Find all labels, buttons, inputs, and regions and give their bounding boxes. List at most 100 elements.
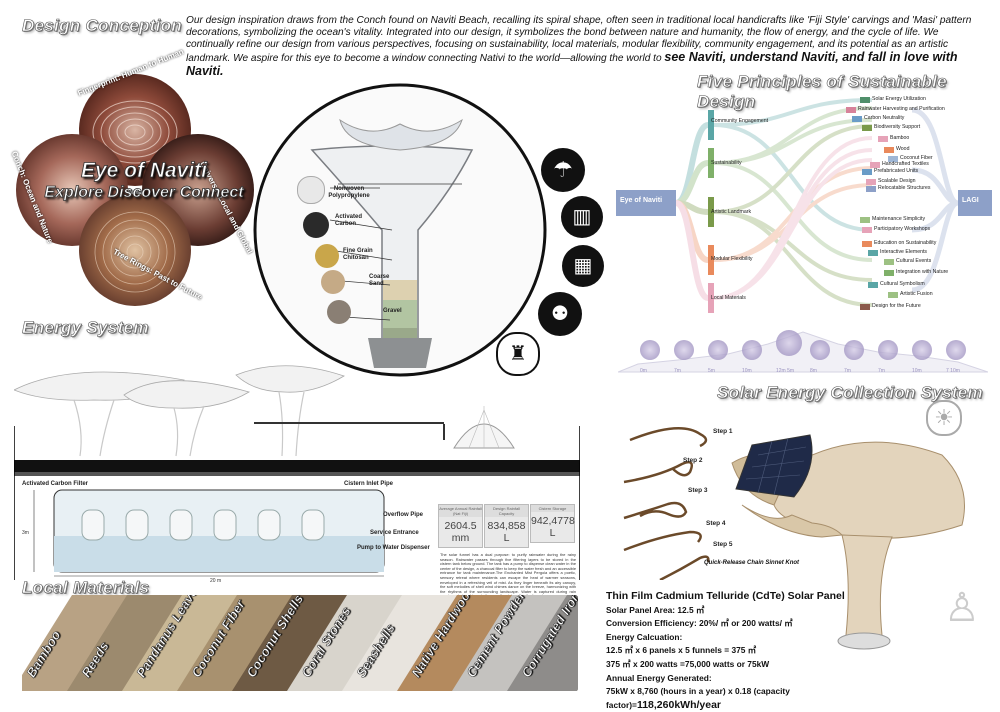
sankey-item-label: Scalable Design <box>878 178 916 184</box>
label-overflow: Overflow Pipe <box>383 512 424 518</box>
step-label-4: Step 4 <box>706 520 726 527</box>
timeline-label: 7m <box>878 368 885 374</box>
timeline-flower <box>878 340 898 360</box>
sand-swatch <box>321 270 345 294</box>
concept-title-line2: Explore Discover Connect <box>44 184 244 202</box>
sankey-item-swatch <box>862 125 872 131</box>
solar-panel-info: Thin Film Cadmium Telluride (CdTe) Solar… <box>606 590 906 712</box>
petal-tree-rings <box>79 194 191 306</box>
sankey-item-label: Prefabricated Units <box>874 168 919 174</box>
solar-annual: 75kW x 8,760 (hours in a year) x 0.18 (c… <box>606 685 906 712</box>
timeline-flower <box>946 340 966 360</box>
sankey-item-swatch <box>868 282 878 288</box>
sankey-target-node <box>958 190 992 216</box>
timeline-label: 7m <box>674 368 681 374</box>
timeline-flower <box>912 340 932 360</box>
label-width: 20 m <box>210 578 222 584</box>
label-inlet-pipe: Cistern Inlet Pipe <box>344 481 394 487</box>
sankey-item-label: Participatory Workshops <box>874 226 931 232</box>
sankey-item-swatch <box>884 270 894 276</box>
solar-area: Solar Panel Area: 12.5 ㎡ <box>606 604 705 615</box>
concept-title: Eye of Naviti Explore Discover Connect <box>34 159 254 204</box>
sankey-item-label: Coconut Fiber <box>900 155 933 161</box>
sankey-item-swatch <box>846 107 856 113</box>
solar-efficiency: Conversion Efficiency: 20%/ ㎡ or 200 wat… <box>606 618 793 629</box>
timeline-flower <box>640 340 660 360</box>
timeline-flower <box>674 340 694 360</box>
knot-steps-drawing <box>623 427 710 580</box>
sankey-item-swatch <box>866 179 876 185</box>
metric-box: Average Annual Rainfall (Nat Fiji)2604.5… <box>438 504 483 548</box>
sankey-item-swatch <box>878 136 888 142</box>
sankey-item-label: Integration with Nature <box>896 269 949 275</box>
metric-caption: Cistern Storage <box>531 505 574 512</box>
timeline-label: 8m <box>810 368 817 374</box>
timeline-label: 7 10m <box>946 368 960 374</box>
timeline-flower <box>742 340 762 360</box>
sankey-item-swatch <box>862 241 872 247</box>
filter-label-4: Gravel <box>383 308 402 314</box>
filter-label-1: Activated Carbon <box>335 214 363 227</box>
sankey-item-swatch <box>884 259 894 265</box>
sankey-item-swatch <box>884 147 894 153</box>
step-label-5: Step 5 <box>713 541 733 548</box>
sankey-item-swatch <box>862 227 872 233</box>
sankey-item-label: Cultural Events <box>896 258 932 264</box>
knot-label: Quick-Release Chain Sinnet Knot <box>704 560 800 566</box>
sankey-item-swatch <box>868 250 878 256</box>
sankey-item-label: Relocatable Structures <box>878 185 931 191</box>
sankey-category-0: Community Engagement <box>711 118 769 124</box>
sankey-item-label: Rainwater Harvesting and Purification <box>858 106 945 112</box>
intro-paragraph: Our design inspiration draws from the Co… <box>186 15 986 79</box>
sankey-item-label: Interactive Elements <box>880 249 927 255</box>
filter-label-0: Nonwoven Polypropylene <box>328 186 370 199</box>
label-service: Service Entrance <box>370 530 419 536</box>
concept-flower <box>16 74 254 306</box>
label-activated-filter: Activated Carbon Filter <box>22 481 89 487</box>
energy-description: The solar funnel has a dual purpose: to … <box>440 552 576 598</box>
timeline-label: 10m <box>912 368 922 374</box>
landmark-icon: ♜ <box>496 332 540 376</box>
timeline-flower <box>776 330 802 356</box>
label-height: 3m <box>22 530 29 536</box>
sankey-source-node <box>616 190 676 216</box>
section-title-five-principles: Five Principles of Sustainable Design <box>697 72 947 112</box>
timeline-label: 0m <box>640 368 647 374</box>
sankey-category-2: Artistic Landmark <box>711 209 752 215</box>
timeline-flower <box>844 340 864 360</box>
timeline-label: 10m <box>742 368 752 374</box>
solar-title: Thin Film Cadmium Telluride (CdTe) Solar… <box>606 590 845 602</box>
section-title-local-materials: Local Materials <box>22 578 150 598</box>
intro-emphasis: see Naviti, understand Naviti, and fall … <box>186 50 958 78</box>
carbon-swatch <box>303 212 329 238</box>
solar-calc-label: Energy Calcuation: <box>606 631 683 642</box>
sankey-item-label: Maintenance Simplicity <box>872 216 926 222</box>
timeline-label: 7m <box>844 368 851 374</box>
sankey-category-4: Local Materials <box>711 295 746 301</box>
timeline-label: 5m <box>708 368 715 374</box>
concept-title-line1: Eye of Naviti <box>80 159 208 182</box>
filter-label-3: Coarse Sand <box>369 274 390 287</box>
modules-icon: ▦ <box>562 245 604 287</box>
filter-label-2: Fine Grain Chitosan <box>343 248 373 261</box>
sankey-category-1: Sustainability <box>711 160 742 166</box>
sankey-item-swatch <box>870 162 880 168</box>
sankey-item-label: Handcrafted Textiles <box>882 161 929 167</box>
sankey-item-label: Design for the Future <box>872 303 921 309</box>
solar-funnel-drawing <box>731 434 965 650</box>
sankey-item-label: Carbon Neutrality <box>864 115 905 121</box>
sankey-item-swatch <box>888 292 898 298</box>
sankey-target-label: LAGI <box>962 197 979 204</box>
sun-icon: ☀ <box>926 400 962 436</box>
section-title-solar-collection: Solar Energy Collection System <box>717 383 983 403</box>
community-icon: ⚉ <box>538 292 582 336</box>
section-title-energy-system: Energy System <box>22 318 149 338</box>
sankey-item-swatch <box>888 156 898 162</box>
metric-value: 2604.5 mm <box>444 520 477 544</box>
sankey-source-label: Eye of Naviti <box>620 197 663 204</box>
sankey-item-label: Cultural Symbolism <box>880 281 925 287</box>
sankey-item-swatch <box>860 217 870 223</box>
